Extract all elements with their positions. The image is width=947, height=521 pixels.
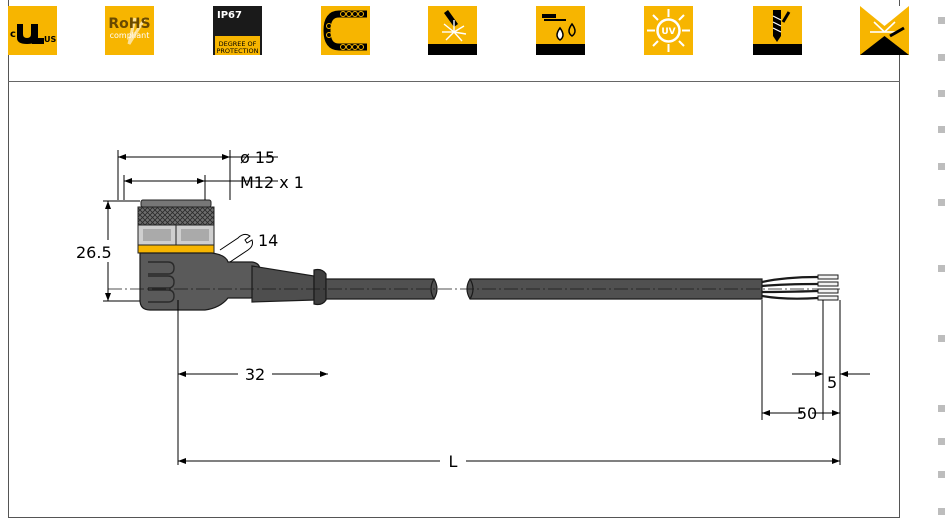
- ip-title: IP67: [217, 10, 242, 21]
- bullet-marker: [938, 265, 945, 272]
- drawing-frame: [8, 0, 900, 518]
- uv-label: UV: [661, 27, 675, 37]
- ip-sub-line1: DEGREE OF: [219, 40, 257, 48]
- wire-ferrules: [817, 274, 839, 301]
- welding-spatter-icon: [428, 6, 477, 55]
- dimension-lines: [103, 150, 870, 465]
- dim-height-label: 26.5: [76, 243, 112, 262]
- connector-body: [139, 252, 327, 311]
- rohs-title: RoHS: [108, 16, 150, 32]
- side-bullet-column: [920, 0, 947, 521]
- ul-listed-icon: c US: [8, 6, 57, 55]
- certification-icon-bar: c US RoHS compliant IP67 DEGREE OF PROTE…: [8, 0, 909, 82]
- dim-wire-label: 50: [797, 404, 817, 423]
- bullet-marker: [938, 199, 945, 206]
- ip67-icon: IP67 DEGREE OF PROTECTION: [213, 6, 262, 55]
- flame-retardant-icon: [860, 6, 909, 55]
- dim-wrench-label: 14: [258, 231, 278, 250]
- dim-strip-label: 5: [827, 373, 837, 392]
- bullet-marker: [938, 54, 945, 61]
- ip-sub-line2: PROTECTION: [216, 47, 258, 55]
- uv-resistant-icon: UV: [644, 6, 693, 55]
- ul-us-letters: US: [44, 35, 56, 44]
- dim-diameter-label: ø 15: [240, 148, 275, 167]
- bullet-marker: [938, 90, 945, 97]
- dim-length-label: L: [449, 452, 458, 471]
- bullet-marker: [938, 405, 945, 412]
- dim-thread-label: M12 x 1: [240, 173, 304, 192]
- stripped-wires: [761, 275, 819, 300]
- cutting-fluid-icon: [753, 6, 802, 55]
- bullet-marker: [938, 508, 945, 515]
- bullet-marker: [938, 335, 945, 342]
- bullet-marker: [938, 438, 945, 445]
- rohs-icon: RoHS compliant: [105, 6, 154, 55]
- dim-offset-label: 32: [245, 365, 265, 384]
- ul-c-letter: c: [10, 29, 16, 40]
- bullet-marker: [938, 17, 945, 24]
- oil-resistant-icon: [536, 6, 585, 55]
- bullet-marker: [938, 163, 945, 170]
- rohs-sub: compliant: [110, 31, 150, 40]
- drag-chain-icon: [321, 6, 370, 55]
- coupling-nut: [137, 199, 215, 254]
- bullet-marker: [938, 471, 945, 478]
- bullet-marker: [938, 126, 945, 133]
